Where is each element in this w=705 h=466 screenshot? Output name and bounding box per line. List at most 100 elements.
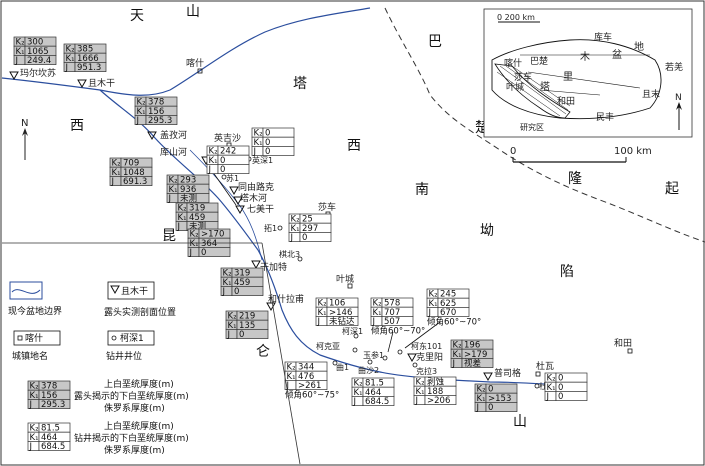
- north-arrow: N: [21, 118, 28, 160]
- region-bachu-3: 隆: [568, 171, 582, 187]
- strata-thickness: 297: [302, 224, 318, 234]
- strata-thickness: 300: [27, 38, 43, 48]
- strata-unit: K₁: [30, 391, 39, 401]
- town-marker: [197, 68, 203, 74]
- strata-unit: K₁: [66, 54, 75, 64]
- svg-text:木: 木: [580, 51, 590, 63]
- outcrop-marker: [9, 71, 19, 81]
- strata-thickness: 156: [41, 391, 57, 401]
- uplift-boundary: [384, 7, 705, 243]
- svg-text:盆: 盆: [612, 48, 622, 61]
- strata-unit: K₁: [429, 299, 438, 309]
- well-label: 拓1: [264, 223, 277, 233]
- well-label: 柯克亚: [316, 341, 340, 351]
- strata-thickness: 未测: [189, 221, 206, 232]
- legend-well-text: 钻井井位: [106, 350, 142, 362]
- inset-study-area: [494, 63, 571, 119]
- region-bachu-1: 巴: [428, 34, 442, 50]
- strata-unit: K₁: [112, 168, 121, 178]
- outcrop-label: 且木干: [88, 77, 115, 89]
- strata-thickness: 476: [298, 372, 314, 382]
- strata-thickness: 0: [265, 138, 270, 148]
- strata-unit: K₂: [169, 176, 178, 186]
- svg-text:N: N: [21, 118, 28, 129]
- strata-thickness: 242: [220, 147, 236, 157]
- strata-thickness: 0: [488, 403, 493, 413]
- strata-unit: K₂: [209, 147, 218, 157]
- strata-thickness: 709: [123, 159, 139, 169]
- strata-thickness: 464: [365, 388, 381, 398]
- strata-unit: K₂: [354, 379, 363, 389]
- strata-unit: J: [222, 287, 226, 297]
- strata-thickness: 0: [234, 287, 239, 297]
- strata-thickness: 578: [384, 299, 400, 309]
- strata-unit: K₂: [30, 424, 39, 434]
- well-marker: [332, 360, 338, 366]
- strata-unit: K₁: [318, 308, 327, 318]
- outcrop-label: 盖孜河: [160, 129, 187, 141]
- strata-thickness: 295.3: [41, 400, 65, 410]
- towns: 喀什 英吉沙 莎车 叶城 和田 杜瓦: [186, 57, 633, 377]
- inset-basin-outline: [491, 39, 662, 120]
- strata-thickness: 295.3: [148, 116, 172, 126]
- legend-outcrop-line-2: 露头揭示的下白垩统厚度(m): [74, 390, 189, 402]
- outcrop-marker: [251, 260, 261, 270]
- strata-unit: K₁: [416, 387, 425, 397]
- legend-well-symbol: [107, 330, 155, 346]
- town-label: 喀什: [186, 57, 204, 69]
- region-kunlun-3: 仑: [256, 344, 270, 360]
- strata-unit: J: [476, 403, 480, 413]
- strata-unit: K₂: [30, 382, 39, 392]
- svg-text:里: 里: [563, 71, 573, 83]
- scale-end: 100 km: [614, 146, 652, 157]
- strata-thickness: 378: [148, 98, 164, 108]
- inset-map: 0 200 km 库车 巴楚 喀什 木 盆 地 莎车 塔 若羌 里 叶城 和田 …: [483, 8, 693, 138]
- strata-unit: K₁: [178, 213, 187, 223]
- well-marker: [397, 349, 403, 355]
- strata-thickness: 385: [77, 45, 93, 55]
- strata-unit: J: [452, 359, 456, 369]
- strata-thickness: 245: [440, 290, 456, 300]
- town-label: 英吉沙: [214, 132, 241, 144]
- strata-unit: J: [65, 63, 69, 73]
- outcrop-marker: [77, 79, 87, 89]
- strata-thickness: 378: [41, 382, 57, 392]
- strata-thickness: 0: [220, 156, 225, 166]
- legend-basin-text: 现今盆地边界: [8, 305, 62, 317]
- region-tianshan-2: 山: [186, 4, 200, 20]
- strata-unit: J: [415, 396, 419, 406]
- strata-unit: K₁: [453, 350, 462, 360]
- scale-bar: 0 100 km: [510, 146, 652, 163]
- strata-thickness: 0: [239, 330, 244, 340]
- strata-thickness: 106: [329, 299, 345, 309]
- strata-unit: K₁: [547, 383, 556, 393]
- strata-unit: K₂: [223, 269, 232, 279]
- strata-unit: J: [317, 317, 321, 327]
- legend-town-symbol: [13, 330, 61, 346]
- strata-thickness: 0: [558, 392, 563, 402]
- outcrop-marker: [483, 372, 493, 382]
- outcrop-marker: [407, 353, 417, 363]
- strata-unit: K₁: [287, 372, 296, 382]
- strata-thickness: >179: [464, 350, 487, 360]
- well-marker: [534, 383, 540, 389]
- outcrop-label: 同由路克: [238, 181, 274, 193]
- strata-unit: K₁: [228, 321, 237, 331]
- outcrop-label: 库山河: [160, 146, 187, 158]
- strata-dip-note: 倾角60°~75°: [285, 390, 339, 401]
- strata-thickness: 135: [239, 321, 255, 331]
- strata-thickness: 459: [189, 213, 205, 223]
- strata-unit: K₂: [453, 341, 462, 351]
- strata-thickness: 81.5: [365, 379, 384, 389]
- well-marker: [382, 355, 388, 361]
- strata-thickness: 319: [234, 269, 250, 279]
- strata-unit: K₂: [416, 378, 425, 388]
